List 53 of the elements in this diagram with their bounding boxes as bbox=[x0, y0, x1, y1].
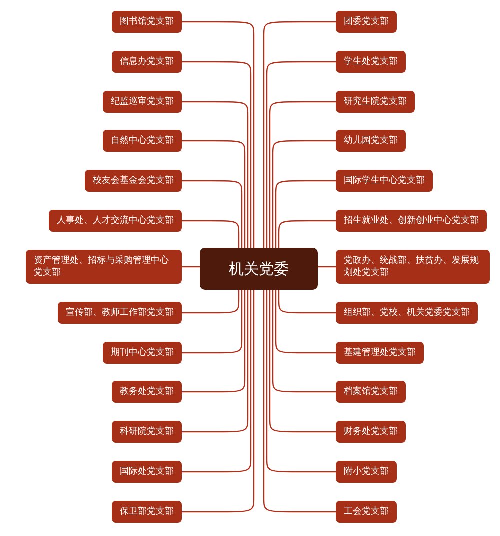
connector-line bbox=[263, 21, 336, 248]
branch-box: 信息办党支部 bbox=[112, 51, 182, 73]
connector-line bbox=[182, 21, 255, 248]
branch-box: 纪监巡审党支部 bbox=[103, 91, 182, 113]
connector-line bbox=[269, 101, 336, 248]
connector-line bbox=[318, 266, 336, 268]
connector-line bbox=[182, 140, 246, 248]
branch-box: 档案馆党支部 bbox=[336, 381, 406, 403]
branch-box: 校友会基金会党支部 bbox=[85, 170, 182, 192]
branch-box: 组织部、党校、机关党委党支部 bbox=[336, 302, 478, 324]
branch-box: 幼儿园党支部 bbox=[336, 130, 406, 152]
branch-box: 财务处党支部 bbox=[336, 421, 406, 443]
connector-line bbox=[182, 290, 246, 393]
connector-line bbox=[278, 290, 336, 314]
connector-line bbox=[182, 290, 252, 473]
connector-line bbox=[278, 220, 336, 248]
branch-box: 学生处党支部 bbox=[336, 51, 406, 73]
branch-box: 资产管理处、招标与采购管理中心党支部 bbox=[26, 250, 182, 284]
branch-box: 自然中心党支部 bbox=[103, 130, 182, 152]
branch-box: 工会党支部 bbox=[336, 501, 397, 523]
connector-line bbox=[182, 101, 249, 248]
connector-line bbox=[182, 220, 240, 248]
connector-line bbox=[266, 61, 336, 248]
connector-line bbox=[182, 290, 240, 314]
connector-line bbox=[182, 290, 249, 433]
branch-box: 保卫部党支部 bbox=[112, 501, 182, 523]
connector-line bbox=[272, 140, 336, 248]
root-box: 机关党委 bbox=[200, 248, 318, 290]
branch-box: 附小党支部 bbox=[336, 461, 397, 483]
connector-line bbox=[272, 290, 336, 393]
branch-box: 科研院党支部 bbox=[112, 421, 182, 443]
branch-box: 国际处党支部 bbox=[112, 461, 182, 483]
connector-line bbox=[269, 290, 336, 433]
connector-line bbox=[182, 61, 252, 248]
connector-line bbox=[266, 290, 336, 473]
connector-line bbox=[275, 180, 336, 248]
branch-box: 团委党支部 bbox=[336, 11, 397, 33]
connector-line bbox=[182, 180, 243, 248]
branch-box: 招生就业处、创新创业中心党支部 bbox=[336, 210, 487, 232]
connector-line bbox=[182, 290, 255, 513]
connector-line bbox=[275, 290, 336, 354]
branch-box: 党政办、统战部、扶贫办、发展规划处党支部 bbox=[336, 250, 490, 284]
branch-box: 研究生院党支部 bbox=[336, 91, 415, 113]
branch-box: 图书馆党支部 bbox=[112, 11, 182, 33]
connector-line bbox=[182, 266, 200, 268]
branch-box: 教务处党支部 bbox=[112, 381, 182, 403]
branch-box: 国际学生中心党支部 bbox=[336, 170, 433, 192]
branch-box: 基建管理处党支部 bbox=[336, 342, 424, 364]
branch-box: 人事处、人才交流中心党支部 bbox=[49, 210, 182, 232]
connector-line bbox=[263, 290, 336, 513]
connector-line bbox=[182, 290, 243, 354]
branch-box: 宣传部、教师工作部党支部 bbox=[58, 302, 182, 324]
branch-box: 期刊中心党支部 bbox=[103, 342, 182, 364]
